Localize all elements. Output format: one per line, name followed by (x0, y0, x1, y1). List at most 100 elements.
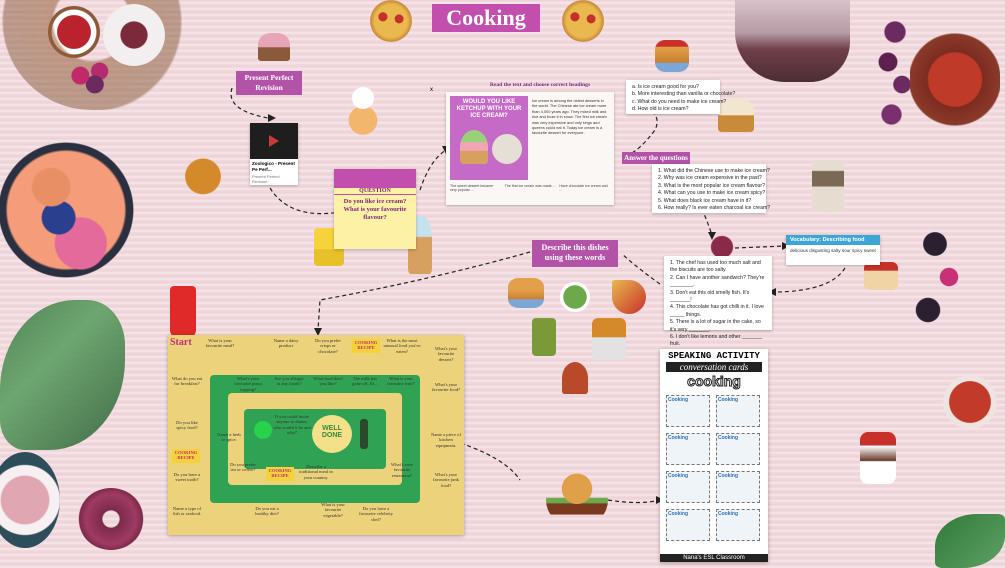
conversation-card[interactable]: Cooking (666, 433, 710, 465)
fruit-bowl-image (0, 134, 140, 286)
describe-label: Describe this dishes using these words (532, 240, 618, 267)
conversation-card[interactable]: Cooking (716, 433, 760, 465)
burger-character-icon (546, 472, 608, 528)
board-cell: Do you eat a healthy diet? (255, 506, 279, 517)
conversation-card[interactable]: Cooking (666, 509, 710, 541)
answer-item: 3. What is the most popular ice cream fl… (658, 182, 765, 189)
conversation-card[interactable]: Cooking (716, 395, 760, 427)
answer-item: 4. What can you use to make ice cream sp… (658, 190, 766, 197)
reading-card[interactable]: WOULD YOU LIKE KETCHUP WITH YOUR ICE CRE… (446, 92, 614, 205)
board-cell: If you could invite anyone to dinner, wh… (273, 414, 311, 435)
well-done-badge: WELL DONE (312, 415, 352, 453)
board-cell: Do you have a favourite celebrity chef? (359, 506, 393, 522)
board-cell: What do you eat for breakfast? (171, 376, 203, 387)
berries-image (66, 58, 114, 102)
reading-label: Read the text and choose correct heading… (489, 82, 591, 88)
video-subtitle: Present Perfect Revision (252, 174, 280, 185)
conversation-card[interactable]: Cooking (716, 509, 760, 541)
vocabulary-words: delicious disgusting salty sour spicy sw… (790, 248, 876, 253)
video-card[interactable]: Zoologico - Present Pe Perf... Present P… (250, 123, 298, 185)
reading-footer-item: The first ice cream was made... (504, 184, 555, 188)
speaking-subtitle: conversation cards (666, 362, 762, 372)
pancakes-icon (655, 40, 689, 72)
conversation-card[interactable]: Cooking (666, 471, 710, 503)
fill-in-item: 6. I don't like lemons and other _______… (670, 334, 763, 348)
board-cell: Name a piece of kitchen equipment. (431, 432, 461, 448)
chef-character-icon (338, 84, 388, 140)
cupcake-icon (258, 33, 290, 61)
reading-footer-item: Have chocolate ice cream and ... (559, 184, 608, 193)
board-counter[interactable] (254, 421, 272, 439)
answer-item: 1. What did the Chinese use to make ice … (658, 168, 770, 174)
fried-chicken-icon (592, 318, 626, 360)
cacao-pod-image (910, 30, 1000, 140)
strawberry-cake-icon (860, 432, 896, 484)
board-cell: What's your favourite restaurant? (390, 462, 414, 478)
board-start: Start (170, 337, 192, 348)
question-heading: QUESTION (334, 188, 416, 194)
page-title: Cooking (432, 4, 540, 32)
present-perfect-label: Present Perfect Revision (236, 71, 302, 95)
pickles-jar-icon (532, 318, 556, 356)
video-thumbnail[interactable] (250, 123, 298, 159)
reading-corner-mark: x (430, 87, 433, 93)
board-cell: What food don't you like? (313, 376, 343, 387)
wine-bottle-icon (360, 419, 368, 449)
pizza-icon (556, 0, 610, 42)
board-cell: The milk has gone off. Its... (352, 376, 378, 387)
board-cell: COOKING RECIPE (172, 449, 200, 463)
board-cell: Name a herb or spice. (217, 432, 241, 443)
answer-card: 1. What did the Chinese use to make ice … (652, 164, 771, 213)
answer-item: 5. What does black ice cream have in it? (658, 197, 752, 204)
salad-icon (556, 280, 594, 314)
heading-item: d. How old is ice cream? (632, 106, 689, 113)
speaking-activity-card[interactable]: SPEAKING ACTIVITY conversation cards coo… (660, 349, 768, 562)
board-cell: Do you like spicy food? (176, 420, 198, 431)
board-cell: Describe a traditional meal in your coun… (299, 464, 333, 480)
board-cell: What is your favourite meal? (205, 338, 235, 349)
board-cell: What's your favourite pizza topping? (234, 376, 262, 392)
pizza-slice-icon (612, 280, 646, 314)
answer-label: Answer the questions (622, 152, 690, 164)
fill-in-item: 4. This chocolate has got chilli in it. … (670, 304, 764, 318)
fill-in-item: 5. There is a lot of sugar in the cake, … (670, 319, 761, 333)
ice-cream-bowl-image (492, 134, 522, 164)
pizza-character-icon (562, 362, 588, 394)
question-text: Do you like ice cream? What is your favo… (343, 198, 407, 221)
conversation-card[interactable]: Cooking (666, 395, 710, 427)
speaking-title: SPEAKING ACTIVITY (668, 351, 760, 361)
reading-body: Ice cream is among the oldest desserts i… (532, 98, 607, 136)
blackberries-image (900, 222, 970, 332)
board-game[interactable]: Start WELL DONE What is your favourite m… (168, 335, 464, 535)
play-icon[interactable] (269, 135, 279, 147)
fill-in-item: 1. The chef has used too much salt and t… (670, 260, 761, 274)
answer-item: 2. Why was ice cream expensive in the pa… (658, 175, 762, 182)
board-cell: Are you allergic to any foods? (274, 376, 304, 387)
heading-item: b. More interesting than vanilla or choc… (632, 91, 736, 98)
cupcake-icon (718, 98, 754, 132)
board-cell: COOKING RECIPE (352, 339, 380, 353)
coffee-cup-image (0, 452, 60, 548)
board-cell: COOKING RECIPE (266, 467, 294, 481)
board-cell: Do you prefer crisps or chocolate? (315, 338, 341, 354)
question-note: QUESTION Do you like ice cream? What is … (334, 169, 416, 249)
board-cell: What is the most unusual food you've eat… (383, 338, 421, 354)
vocabulary-label: Vocabulary: Describing food (786, 235, 880, 245)
board-cell: What's your favourite junk food? (433, 472, 459, 488)
chicken-leg-icon (180, 150, 226, 216)
board-cell: Name a dairy product (273, 338, 299, 349)
headings-card: a. Is ice cream good for you? b. More in… (626, 80, 736, 114)
answer-item: 6. How really? Is ever eaten charcoal ic… (658, 205, 771, 212)
video-title[interactable]: Zoologico - Present Pe Perf... (252, 161, 295, 172)
coffee-tumbler-icon (812, 160, 844, 212)
cocoa-cake-image (735, 0, 850, 82)
board-cell: What's your favourite dessert? (434, 346, 458, 362)
heading-item: c. What do you need to make ice cream? (632, 98, 727, 105)
speaking-footer: Nana's ESL Classroom (660, 554, 768, 562)
cake-plate-image (103, 4, 165, 66)
conversation-card[interactable]: Cooking (716, 471, 760, 503)
board-cell: Do you prefer tea or coffee? (230, 462, 256, 473)
donut-image (78, 488, 144, 550)
pizza-icon (364, 0, 418, 42)
